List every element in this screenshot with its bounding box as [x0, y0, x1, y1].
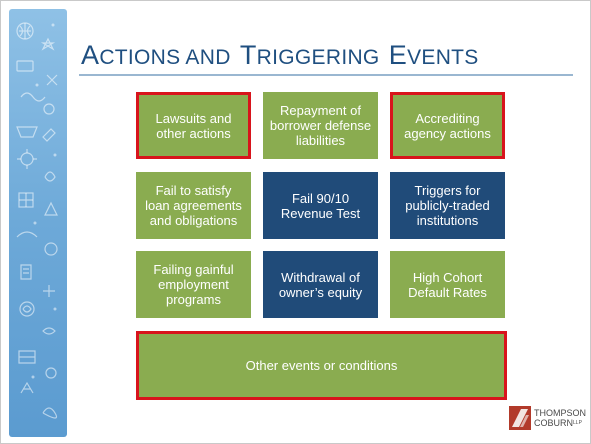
tile-publicly-traded: Triggers for publicly-traded institution…: [390, 172, 505, 239]
title-rest-actions-and: CTIONS AND: [99, 46, 231, 69]
tile-borrower-defense: Repayment of borrower defense liabilitie…: [263, 92, 378, 159]
title-underline: [79, 74, 573, 76]
title-rest-triggering: RIGGERING: [256, 46, 380, 69]
thompson-coburn-logo: THOMPSON COBURNLLP: [509, 406, 586, 430]
tile-other-events: Other events or conditions: [136, 331, 507, 400]
tile-label: Fail 90/10 Revenue Test: [280, 190, 361, 221]
tile-label: Other events or conditions: [245, 358, 398, 373]
tile-owner-equity: Withdrawal of owner’s equity: [263, 251, 378, 318]
title-rest-events: VENTS: [407, 46, 479, 69]
slide-title: ACTIONS AND TRIGGERING EVENTS: [81, 35, 561, 72]
title-initial-a: A: [81, 40, 100, 70]
tile-label: Triggers for publicly-traded institution…: [405, 183, 490, 228]
tile-label: Accrediting agency actions: [404, 110, 491, 141]
tile-loan-agreements: Fail to satisfy loan agreements and obli…: [136, 172, 251, 239]
tile-gainful-employment: Failing gainful employment programs: [136, 251, 251, 318]
tile-label: Withdrawal of owner’s equity: [278, 269, 363, 300]
logo-suffix: LLP: [573, 420, 582, 426]
title-initial-t: T: [239, 40, 257, 70]
tile-lawsuits: Lawsuits and other actions: [136, 92, 251, 159]
title-initial-e: E: [388, 40, 408, 70]
logo-line-2: COBURN: [534, 418, 574, 428]
tile-accrediting: Accrediting agency actions: [390, 92, 505, 159]
logo-text: THOMPSON COBURNLLP: [534, 408, 586, 428]
tile-label: Repayment of borrower defense liabilitie…: [269, 103, 372, 148]
tile-label: Failing gainful employment programs: [153, 262, 234, 307]
school-doodles-icon: [16, 22, 58, 419]
tile-label: Fail to satisfy loan agreements and obli…: [145, 183, 242, 228]
tile-label: Lawsuits and other actions: [155, 110, 232, 141]
decorative-sidebar: [9, 9, 67, 437]
logo-line-1: THOMPSON: [534, 408, 587, 418]
tile-90-10-test: Fail 90/10 Revenue Test: [263, 172, 378, 239]
firm-logo-mark-icon: [509, 406, 531, 430]
tile-label: High Cohort Default Rates: [408, 269, 487, 300]
tile-cohort-default: High Cohort Default Rates: [390, 251, 505, 318]
